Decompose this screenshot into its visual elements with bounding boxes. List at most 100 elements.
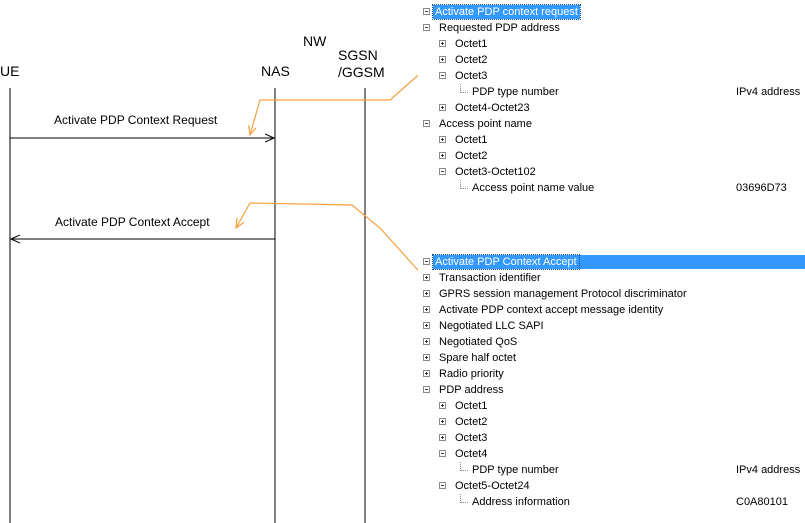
expand-icon[interactable] [439,418,446,425]
collapse-icon[interactable] [439,72,446,79]
tree-row[interactable]: Negotiated LLC SAPI [418,318,805,334]
request-tree-panel: Activate PDP context request Requested P… [418,4,805,196]
tree-header-label[interactable]: Activate PDP context request [432,4,581,20]
tree-row[interactable]: PDP type number IPv4 address [418,462,805,478]
expand-icon[interactable] [423,354,430,361]
tree-row[interactable]: Negotiated QoS [418,334,805,350]
tree-row[interactable]: Octet3 [418,68,805,84]
tree-row[interactable]: Radio priority [418,366,805,382]
tree-row-label: Octet1 [455,38,488,50]
tree-row[interactable]: Octet5-Octet24 [418,478,805,494]
collapse-icon[interactable] [439,482,446,489]
tree-row-label: Negotiated LLC SAPI [439,320,544,332]
tree-row[interactable]: Access point name [418,116,805,132]
expand-icon[interactable] [439,40,446,47]
tree-row-label: Activate PDP context accept message iden… [439,304,664,316]
tree-row-label: Octet4 [455,448,488,460]
tree-row-label: Access point name value [472,182,595,194]
expand-icon[interactable] [423,338,430,345]
expand-icon[interactable] [439,402,446,409]
expand-icon[interactable] [439,104,446,111]
tree-row-label: Octet4-Octet23 [455,102,530,114]
tree-row-value: IPv4 address [736,86,801,98]
tree-row[interactable]: Address information C0A80101 [418,494,805,510]
tree-row[interactable]: PDP type number IPv4 address [418,84,805,100]
tree-row[interactable]: Spare half octet [418,350,805,366]
tree-row-label: Octet2 [455,150,488,162]
tree-row-label: PDP type number [472,464,559,476]
tree-row-label: Octet2 [455,416,488,428]
tree-row-label: Radio priority [439,368,504,380]
tree-row[interactable]: Octet1 [418,132,805,148]
tree-row[interactable]: Octet2 [418,52,805,68]
expand-icon[interactable] [423,322,430,329]
tree-connector-line [460,462,468,471]
nw-label: NW [303,33,327,49]
collapse-icon[interactable] [423,120,430,127]
tree-row[interactable]: Octet4 [418,446,805,462]
expand-icon[interactable] [423,370,430,377]
tree-connector-line [460,494,468,503]
expand-icon[interactable] [423,290,430,297]
tree-header-row[interactable]: Activate PDP Context Accept [418,254,805,270]
tree-row-label: Negotiated QoS [439,336,518,348]
tree-row[interactable]: Octet3 [418,430,805,446]
tree-row-value: 03696D73 [736,182,787,194]
tree-row-label: PDP address [439,384,504,396]
expand-icon[interactable] [423,274,430,281]
collapse-icon[interactable] [423,8,430,15]
tree-row-value: IPv4 address [736,464,801,476]
tree-row[interactable]: Octet1 [418,398,805,414]
tree-row-label: Requested PDP address [439,22,560,34]
collapse-icon[interactable] [423,24,430,31]
tree-row[interactable]: Octet2 [418,148,805,164]
tree-row-label: Octet1 [455,400,488,412]
tree-row-label: Octet2 [455,54,488,66]
tree-row-label: Octet1 [455,134,488,146]
tree-connector-line [460,84,468,93]
request-message-label: Activate PDP Context Request [54,113,218,127]
expand-icon[interactable] [439,136,446,143]
expand-icon[interactable] [439,152,446,159]
tree-row-label: Octet5-Octet24 [455,480,530,492]
tree-row[interactable]: Access point name value 03696D73 [418,180,805,196]
ue-label: UE [0,63,20,79]
nas-label: NAS [261,63,290,79]
tree-header-label[interactable]: Activate PDP Context Accept [432,254,580,270]
collapse-icon[interactable] [423,386,430,393]
tree-row-label: Access point name [439,118,532,130]
collapse-icon[interactable] [439,168,446,175]
expand-icon[interactable] [423,306,430,313]
tree-row-value: C0A80101 [736,496,788,508]
tree-row[interactable]: Octet1 [418,36,805,52]
tree-row[interactable]: PDP address [418,382,805,398]
tree-row-label: Address information [472,496,570,508]
tree-row[interactable]: Transaction identifier [418,270,805,286]
tree-row[interactable]: Activate PDP context accept message iden… [418,302,805,318]
tree-row[interactable]: Octet3-Octet102 [418,164,805,180]
tree-header-row[interactable]: Activate PDP context request [418,4,805,20]
accept-callout-line [236,202,426,279]
collapse-icon[interactable] [423,258,430,265]
tree-row-label: PDP type number [472,86,559,98]
expand-icon[interactable] [439,56,446,63]
expand-icon[interactable] [439,434,446,441]
collapse-icon[interactable] [439,450,446,457]
tree-row[interactable]: Requested PDP address [418,20,805,36]
tree-row-label: Octet3 [455,70,488,82]
tree-row-label: Spare half octet [439,352,517,364]
tree-row[interactable]: Octet2 [418,414,805,430]
accept-message-label: Activate PDP Context Accept [55,215,210,229]
tree-row-label: Transaction identifier [439,272,541,284]
accept-tree-panel: Activate PDP Context Accept Transaction … [418,254,805,510]
tree-row-label: GPRS session management Protocol discrim… [439,288,687,300]
sgsn-ggsm-label: SGSN /GGSM [338,47,385,80]
request-callout-line [250,55,441,135]
tree-row-label: Octet3-Octet102 [455,166,536,178]
tree-row[interactable]: GPRS session management Protocol discrim… [418,286,805,302]
tree-row[interactable]: Octet4-Octet23 [418,100,805,116]
tree-row-label: Octet3 [455,432,488,444]
